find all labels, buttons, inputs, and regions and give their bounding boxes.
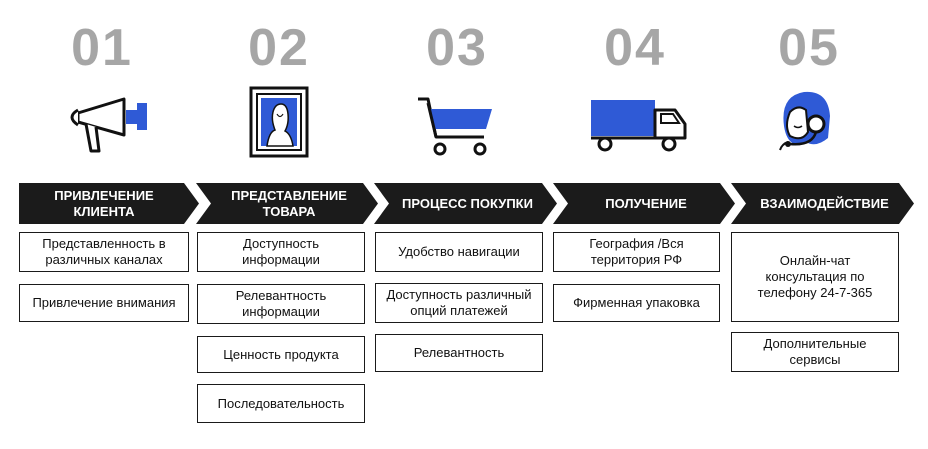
stage-4-item: Фирменная упаковка — [553, 284, 720, 322]
stage-2-item: Релевантность информации — [197, 284, 365, 324]
step-number-05: 05 — [778, 19, 840, 77]
stage-header-product-presentation: ПРЕДСТАВЛЕНИЕ ТОВАРА — [196, 183, 378, 224]
stage-2-item: Ценность продукта — [197, 336, 365, 373]
delivery-truck-icon — [591, 100, 687, 152]
stage-5-item: Дополнительные сервисы — [731, 332, 899, 372]
stage-header-interaction: ВЗАИМОДЕЙСТВИЕ — [731, 183, 914, 224]
step-number-01: 01 — [71, 19, 133, 77]
support-operator-icon — [779, 91, 830, 151]
megaphone-icon — [70, 97, 147, 153]
stage-3-item: Удобство навигации — [375, 232, 543, 272]
stage-1-item: Представленность в различных каналах — [19, 232, 189, 272]
step-number-04: 04 — [604, 19, 666, 77]
shopping-cart-icon — [418, 97, 492, 156]
stage-1-item: Привлечение внимания — [19, 284, 189, 322]
step-number-02: 02 — [248, 19, 310, 77]
stage-2-item: Последовательность — [197, 384, 365, 423]
stage-3-item: Релевантность — [375, 334, 543, 372]
stage-header-purchase-process: ПРОЦЕСС ПОКУПКИ — [374, 183, 557, 224]
stage-2-item: Доступность информации — [197, 232, 365, 272]
framed-portrait-icon — [249, 86, 309, 158]
stage-header-client-attraction: ПРИВЛЕЧЕНИЕ КЛИЕНТА — [19, 183, 199, 224]
stage-4-item: География /Вся территория РФ — [553, 232, 720, 272]
stage-3-item: Доступность различный опций платежей — [375, 283, 543, 323]
step-number-03: 03 — [426, 19, 488, 77]
stage-5-item: Онлайн-чат консультация по телефону 24-7… — [731, 232, 899, 322]
stage-header-receiving: ПОЛУЧЕНИЕ — [553, 183, 735, 224]
